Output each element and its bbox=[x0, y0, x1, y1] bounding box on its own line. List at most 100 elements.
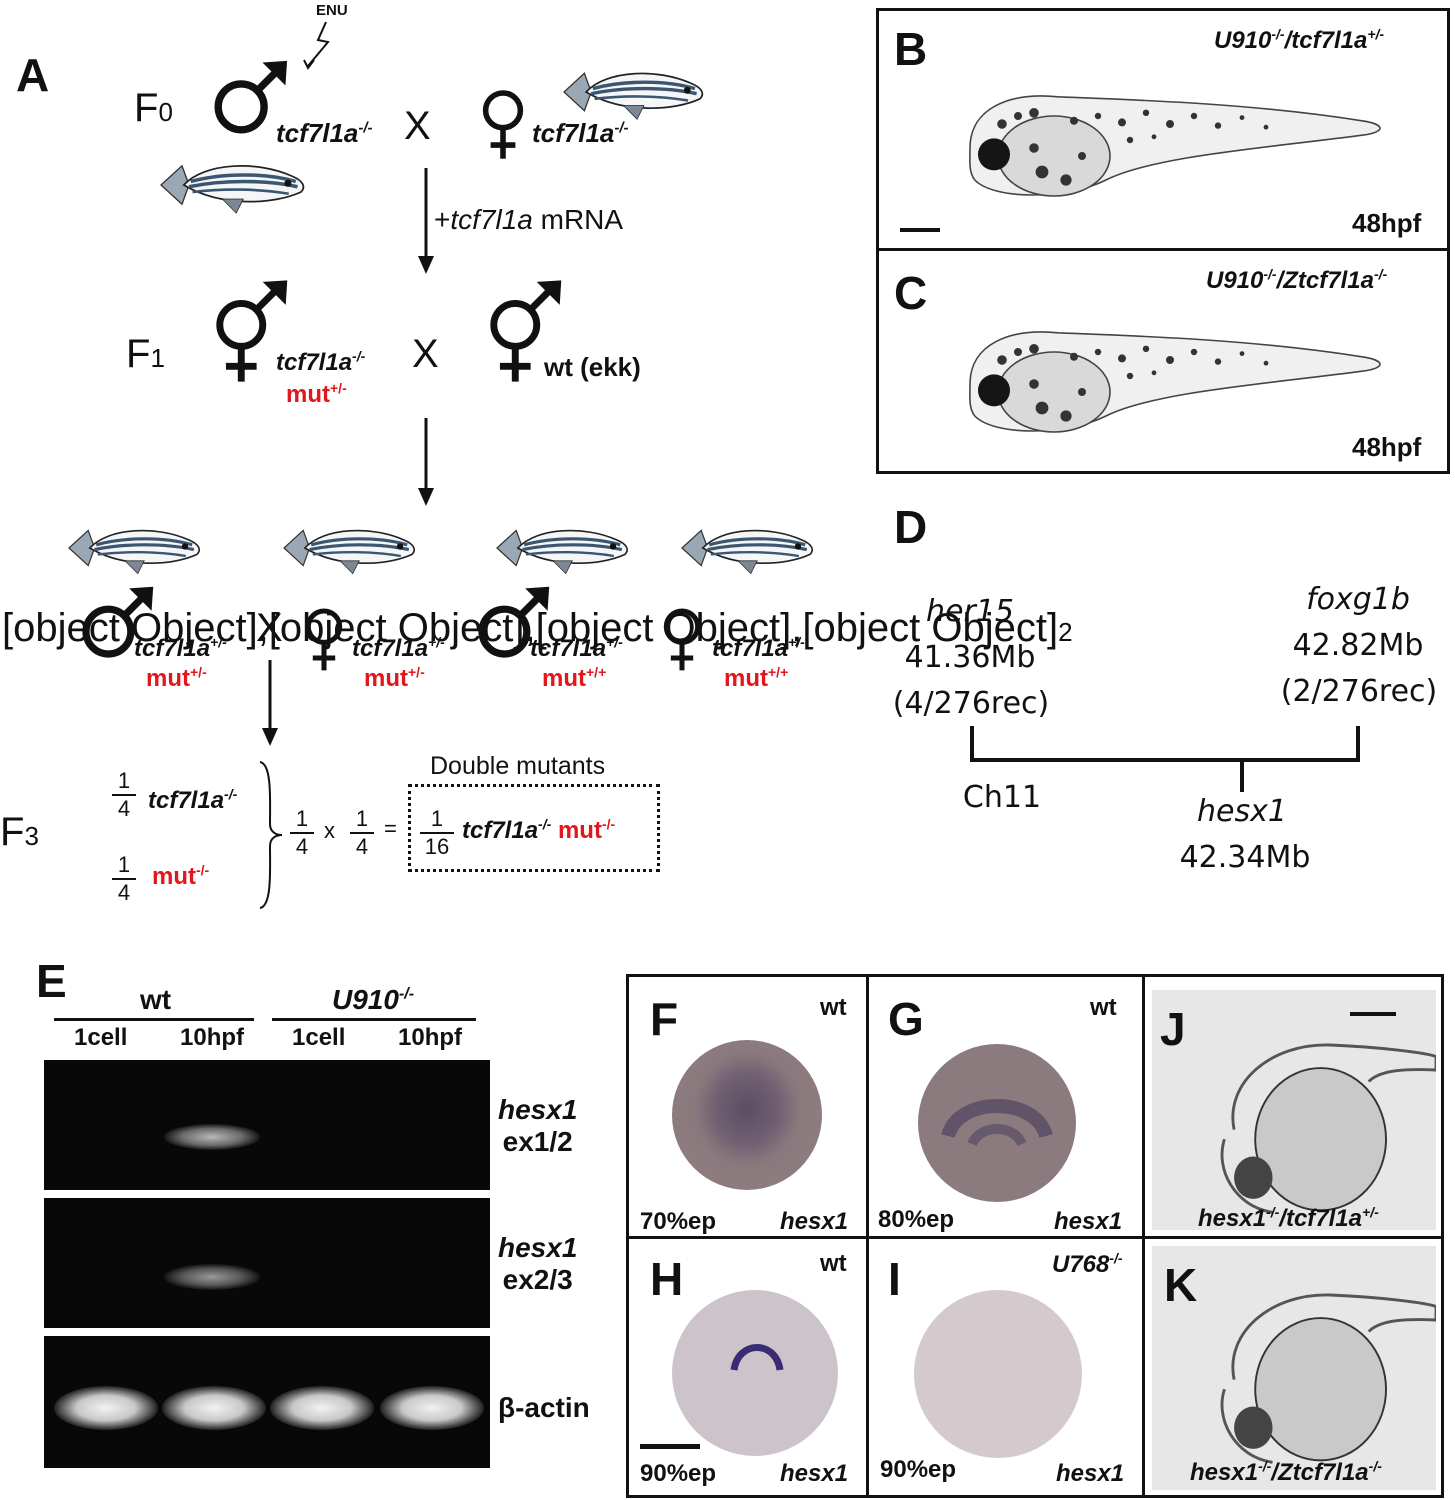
enu-label: ENU bbox=[316, 2, 348, 19]
larva-side-image bbox=[1186, 1270, 1436, 1470]
embryo-image bbox=[914, 1290, 1082, 1458]
embryo-image bbox=[672, 1040, 822, 1190]
gel-band bbox=[164, 1124, 260, 1150]
zebrafish-illustration bbox=[262, 516, 434, 580]
zebrafish-female-illustration bbox=[548, 58, 716, 126]
zebrafish-male-illustration bbox=[142, 150, 320, 220]
double-mutant-genotype: tcf7l1a-/- mut-/- bbox=[462, 816, 616, 844]
arrow-f2-f3 bbox=[262, 660, 278, 746]
panel-j-genotype: hesx1-/-/tcf7l1a+/- bbox=[1198, 1204, 1379, 1232]
right-marker-recombinants: (2/276rec) bbox=[1280, 674, 1438, 709]
chromosome-label: Ch11 bbox=[962, 780, 1042, 815]
panel-i-genotype: U768-/- bbox=[1052, 1250, 1123, 1278]
gel-group-mut-line bbox=[272, 1018, 476, 1021]
lane-label: 1cell bbox=[74, 1024, 128, 1051]
panel-label-i: I bbox=[888, 1253, 901, 1305]
panel-label-d: D bbox=[894, 501, 928, 553]
mid-marker-gene: hesx1 bbox=[1197, 794, 1287, 829]
f1-left-genotype: tcf7l1a-/- bbox=[276, 348, 366, 376]
female-symbol-icon bbox=[654, 596, 710, 682]
panel-f-gene: hesx1 bbox=[780, 1208, 849, 1235]
panel-label-h: H bbox=[650, 1253, 684, 1305]
panel-f-genotype: wt bbox=[820, 994, 847, 1021]
f0-male-genotype: tcf7l1a-/- bbox=[276, 118, 373, 148]
hesx1-tick bbox=[1240, 760, 1244, 792]
panel-i-stage: 90%ep bbox=[880, 1456, 957, 1483]
embryo-image bbox=[672, 1290, 838, 1456]
panel-label-g: G bbox=[888, 993, 924, 1045]
panel-b-genotype: U910-/-/tcf7l1a+/- bbox=[1214, 26, 1385, 54]
panel-i-gene: hesx1 bbox=[1056, 1460, 1125, 1487]
generation-f0: F0 bbox=[134, 86, 173, 130]
panel-c-stage: 48hpf bbox=[1352, 432, 1422, 462]
mid-marker-position: 42.34Mb bbox=[1179, 840, 1311, 875]
f3-line1-genotype: tcf7l1a-/- bbox=[148, 786, 238, 814]
cross-x-f0: X bbox=[404, 104, 431, 148]
gel-group-wt: wt bbox=[140, 984, 172, 1015]
panel-label-e: E bbox=[36, 955, 67, 1007]
scale-bar bbox=[900, 228, 940, 232]
left-marker-gene: her15 bbox=[926, 594, 1014, 629]
f2-genotype-1: tcf7l1a+/- bbox=[134, 634, 227, 662]
arrow-f0-f1 bbox=[418, 168, 434, 274]
panel-k-genotype: hesx1-/-/Ztcf7l1a-/- bbox=[1190, 1458, 1382, 1486]
panel-c-genotype: U910-/-/Ztcf7l1a-/- bbox=[1206, 266, 1388, 294]
zebrafish-illustration bbox=[660, 516, 832, 580]
gel-band bbox=[162, 1386, 266, 1430]
panel-divider bbox=[876, 248, 1450, 251]
panel-h-genotype: wt bbox=[820, 1250, 847, 1277]
right-marker-gene: foxg1b bbox=[1306, 582, 1410, 617]
right-marker-position: 42.82Mb bbox=[1292, 628, 1424, 663]
times-sign: x bbox=[324, 818, 335, 843]
f1-right-genotype: wt (ekk) bbox=[544, 352, 641, 382]
left-marker-position: 41.36Mb bbox=[904, 640, 1036, 675]
gel-band bbox=[270, 1386, 374, 1430]
cross-x-f1: X bbox=[412, 332, 439, 376]
gel-group-wt-line bbox=[54, 1018, 254, 1021]
panel-label-c: C bbox=[894, 267, 928, 319]
f2-mut-1: mut+/- bbox=[146, 664, 207, 692]
double-mutants-title: Double mutants bbox=[430, 752, 606, 780]
female-symbol-icon bbox=[296, 596, 352, 682]
gel-band bbox=[164, 1264, 260, 1290]
lane-label: 10hpf bbox=[398, 1024, 463, 1051]
female-symbol-icon bbox=[472, 78, 534, 170]
f2-genotype-2: tcf7l1a+/- bbox=[352, 634, 445, 662]
panel-label-b: B bbox=[894, 23, 928, 75]
gel-group-mut: U910-/- bbox=[332, 984, 415, 1015]
double-mutants-box bbox=[408, 784, 660, 872]
f1-left-mut: mut+/- bbox=[286, 380, 347, 408]
chromosome-map bbox=[970, 726, 1360, 772]
left-marker-recombinants: (4/276rec) bbox=[892, 686, 1050, 721]
arrow-f1-f2 bbox=[418, 418, 434, 506]
lane-label: 1cell bbox=[292, 1024, 346, 1051]
panel-label-f: F bbox=[650, 993, 679, 1045]
lane-label: 10hpf bbox=[180, 1024, 245, 1051]
gel-row-3-label: β-actin bbox=[498, 1392, 590, 1423]
f2-mut-2: mut+/- bbox=[364, 664, 425, 692]
generation-f1: F1 bbox=[126, 332, 165, 376]
f2-mut-4: mut+/+ bbox=[724, 664, 789, 692]
panel-h-gene: hesx1 bbox=[780, 1460, 849, 1487]
cross-x-f2: X bbox=[256, 606, 283, 650]
hesx1-stain bbox=[730, 1344, 784, 1371]
scale-bar bbox=[640, 1444, 700, 1449]
panel-g-genotype: wt bbox=[1090, 994, 1117, 1021]
panel-h-stage: 90%ep bbox=[640, 1460, 717, 1487]
panel-g-gene: hesx1 bbox=[1054, 1208, 1123, 1235]
gel-row-1 bbox=[44, 1060, 490, 1190]
gel-band bbox=[380, 1386, 484, 1430]
panel-label-j: J bbox=[1160, 1003, 1186, 1055]
panel-g-stage: 80%ep bbox=[878, 1206, 955, 1233]
hermaphrodite-symbol-icon bbox=[206, 262, 298, 400]
zebrafish-illustration bbox=[472, 516, 650, 580]
gel-band bbox=[54, 1386, 158, 1430]
f2-genotype-4: tcf7l1a+/- bbox=[712, 634, 805, 662]
curly-brace-icon bbox=[259, 761, 283, 909]
gel-row-2 bbox=[44, 1198, 490, 1328]
scale-bar bbox=[1350, 1012, 1396, 1016]
